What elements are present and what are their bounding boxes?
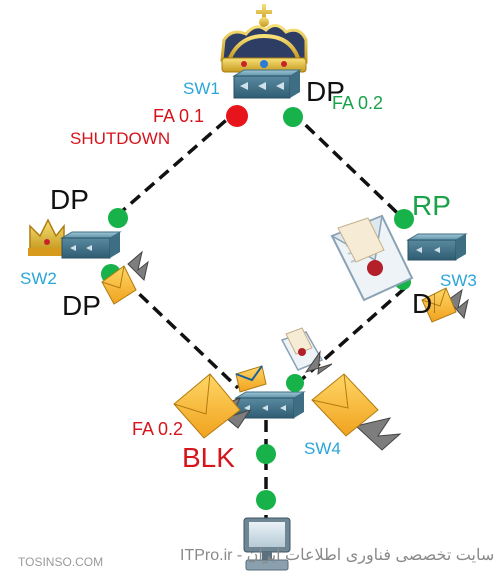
port-dot-sw1-fa01-shutdown bbox=[226, 105, 248, 127]
switch-icon-sw4 bbox=[234, 391, 306, 419]
link-sw1-sw2 bbox=[110, 106, 242, 222]
port-dot-pc bbox=[256, 490, 276, 510]
port-dot-sw3-rp bbox=[394, 209, 414, 229]
envelope-icon-sw2 bbox=[101, 250, 149, 305]
port-label-sw4-fa02: FA 0.2 bbox=[132, 419, 184, 439]
switch-icon-sw2 bbox=[60, 231, 122, 259]
link-sw3-sw4 bbox=[290, 286, 407, 390]
port-role-sw2-bottom: DP bbox=[62, 290, 101, 321]
switch-label-sw1: SW1 bbox=[183, 79, 220, 98]
port-status-shutdown: SHUTDOWN bbox=[70, 129, 171, 148]
port-label-sw1-fa02: FA 0.2 bbox=[332, 93, 384, 113]
watermark-site: ITPro.ir - وب سایت تخصصی فناوری اطلاعات … bbox=[180, 547, 497, 564]
switch-icon-sw3 bbox=[406, 233, 468, 261]
small-crown-icon bbox=[28, 218, 66, 256]
envelope-icon-sw4-left bbox=[173, 365, 267, 439]
pc-icon bbox=[243, 517, 291, 571]
link-sw1-sw3 bbox=[290, 110, 415, 230]
port-role-sw2-top: DP bbox=[50, 184, 89, 215]
port-label-sw1-fa01: FA 0.1 bbox=[153, 106, 205, 126]
port-role-sw1-dp: DP bbox=[306, 76, 345, 107]
crown-icon bbox=[220, 4, 308, 73]
port-dot-sw4-right bbox=[286, 374, 304, 392]
envelope-icon-sw4-right bbox=[304, 350, 402, 451]
letter-icon-small bbox=[280, 327, 324, 371]
switch-icon-sw1 bbox=[232, 69, 302, 99]
watermark-brand: TOSINSO.COM bbox=[18, 555, 104, 569]
envelope-icon-sw3 bbox=[421, 287, 469, 323]
port-role-sw3-bottom: DP bbox=[412, 288, 451, 319]
port-role-sw4-blk: BLK bbox=[182, 442, 235, 473]
port-dot-sw2-top bbox=[108, 208, 128, 228]
port-role-sw3-rp: RP bbox=[412, 190, 451, 221]
switch-label-sw2: SW2 bbox=[20, 269, 57, 288]
letter-icon bbox=[330, 214, 414, 302]
port-dot-sw4-down bbox=[256, 444, 276, 464]
switch-label-sw3: SW3 bbox=[440, 271, 477, 290]
port-dot-sw1-fa02 bbox=[283, 107, 303, 127]
switch-label-sw4: SW4 bbox=[304, 439, 341, 458]
